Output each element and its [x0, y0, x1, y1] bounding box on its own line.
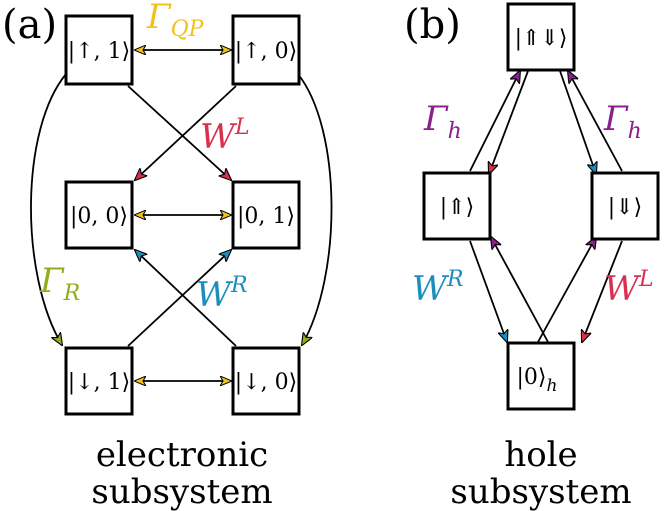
electronic-subsystem-panel: (a) |↑, 1⟩ |↑, 0⟩ |0, 0⟩ |0, 1⟩ |↓, 1⟩ |… — [2, 0, 333, 511]
rate-label-gamma-qp: ΓQP — [146, 0, 205, 42]
state-box-down-1 — [64, 346, 134, 416]
state-label-down: |⇓⟩ — [608, 195, 642, 220]
state-box-zero — [506, 341, 576, 411]
rate-label-w-right: WR — [196, 273, 248, 315]
caption-electronic-line-2: subsystem — [91, 472, 272, 511]
state-label-down-1: |↓, 1⟩ — [68, 370, 130, 395]
arrow-zero-to-up — [491, 237, 549, 343]
rate-label-w-left: WL — [200, 115, 250, 157]
state-box-down — [590, 171, 660, 241]
state-label-updown: |⇑⇓⟩ — [515, 26, 568, 51]
caption-hole-line-1: hole — [504, 435, 577, 475]
state-box-updown — [506, 2, 576, 72]
arrow-down-to-zero — [582, 240, 623, 342]
state-box-up-0 — [231, 14, 301, 86]
arrow-down-to-updown — [568, 71, 623, 172]
panel-label-a: (a) — [2, 2, 57, 48]
state-box-up — [422, 171, 492, 241]
arrow-up1-to-down1 — [30, 73, 67, 345]
state-label-up-1: |↑, 1⟩ — [68, 39, 130, 64]
state-box-down-0 — [231, 346, 301, 416]
arrow-up0-to-down0 — [297, 73, 333, 345]
arrow-up-to-updown — [469, 71, 520, 172]
state-label-0-0: |0, 0⟩ — [70, 204, 128, 229]
arrow-zero-to-down — [537, 237, 596, 343]
arrow-up-to-zero — [469, 240, 507, 342]
hole-subsystem-panel: (b) |⇑⇓⟩ |⇑⟩ |⇓⟩ |0⟩h Γh Γh WR WL hole s… — [404, 2, 660, 511]
arrow-down1-to-01 — [127, 250, 231, 347]
caption-hole-line-2: subsystem — [450, 472, 631, 511]
arrow-updown-to-down — [559, 70, 596, 174]
caption-electronic-line-1: electronic — [96, 435, 268, 475]
rate-label-gamma-h-left: Γh — [423, 99, 462, 144]
state-label-up: |⇑⟩ — [440, 195, 474, 220]
arrow-up1-to-01 — [127, 85, 231, 180]
arrow-down0-to-00 — [135, 250, 237, 347]
state-label-up-0: |↑, 0⟩ — [235, 39, 297, 64]
rate-label-gamma-r: ΓR — [39, 261, 80, 306]
panel-label-b: (b) — [404, 2, 461, 48]
rate-label-w-left-hole: WL — [604, 267, 654, 309]
rate-label-gamma-h-right: Γh — [603, 99, 642, 144]
state-box-0-0 — [64, 180, 134, 250]
arrow-up0-to-00 — [135, 85, 237, 180]
state-box-up-1 — [64, 14, 134, 86]
arrow-updown-to-up — [489, 70, 529, 174]
state-box-0-1 — [231, 180, 301, 250]
state-label-down-0: |↓, 0⟩ — [235, 370, 297, 395]
rate-label-w-right-hole: WR — [412, 267, 464, 309]
state-label-0-1: |0, 1⟩ — [237, 204, 295, 229]
state-label-zero: |0⟩h — [517, 365, 558, 396]
